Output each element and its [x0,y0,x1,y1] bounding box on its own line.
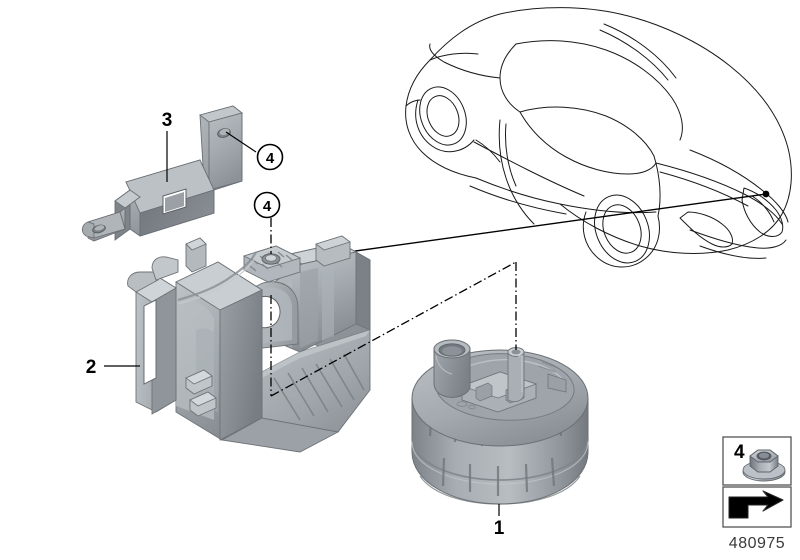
housing-hook-tab-b [151,256,179,281]
leader-line-housing-to-vehicle [340,193,767,254]
siren-side-detail [547,373,567,393]
callout-4-housing[interactable]: 4 [253,191,281,219]
siren-top-marks [456,361,559,410]
assembly-alignment-lines [270,218,517,397]
siren-mount-post [507,347,525,403]
callout-2-label: 2 [86,357,97,378]
siren-body [411,339,589,505]
callout-3[interactable]: 3 [162,110,173,182]
callout-4-bracket-label: 4 [266,150,275,167]
siren-fins-lower [441,457,556,496]
bracket-body [81,105,243,242]
housing-bottom-lip [220,417,340,453]
bent-arrow-icon [728,490,784,519]
housing-body [127,235,371,453]
siren-connector [433,339,471,398]
diagram-id-label: 480975 [729,535,785,552]
callout-3-label: 3 [162,110,173,131]
callout-4-bracket-circle[interactable] [256,143,284,171]
car-outline-icon [405,7,792,268]
callout-1[interactable]: 1 [494,504,505,539]
callout-4-housing-label: 4 [263,198,272,215]
flanged-hex-nut-icon [742,449,786,482]
housing-rail-slot [143,299,157,385]
callout-4-bracket[interactable]: 4 [225,131,284,171]
callout-4-housing-circle[interactable] [253,191,281,219]
housing-floor-ribs [273,353,365,421]
legend-item-label: 4 [734,442,745,463]
callout-1-label: 1 [494,518,505,539]
callout-2[interactable]: 2 [86,357,140,378]
housing-mount-boss [242,245,302,283]
